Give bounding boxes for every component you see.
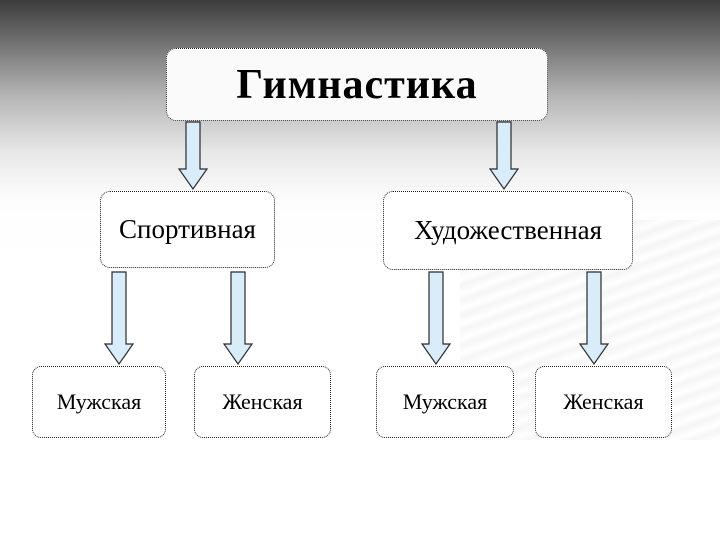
node-sport-gymnastics: Спортивная bbox=[100, 191, 275, 268]
arrow-root-to-sport bbox=[177, 121, 209, 191]
leaf-artistic-women: Женская bbox=[535, 366, 672, 438]
arrow-sport-to-men bbox=[103, 271, 135, 366]
arrow-root-to-artistic bbox=[488, 121, 520, 191]
arrow-sport-to-women bbox=[222, 271, 254, 366]
leaf-sport-men: Мужская bbox=[32, 366, 166, 438]
leaf-artistic-men: Мужская bbox=[376, 366, 514, 438]
arrow-artistic-to-men bbox=[420, 271, 452, 366]
leaf-sport-women: Женская bbox=[194, 366, 331, 438]
arrow-artistic-to-women bbox=[578, 271, 610, 366]
node-artistic-gymnastics: Художественная bbox=[383, 191, 633, 270]
root-node-gymnastics: Гимнастика bbox=[166, 48, 548, 121]
